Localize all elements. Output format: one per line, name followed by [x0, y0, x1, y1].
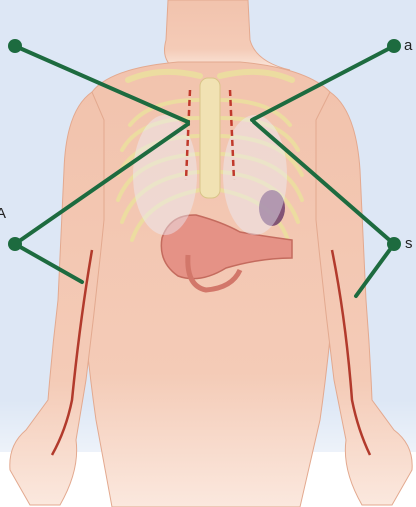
- edge-letter-top-right: a: [404, 38, 412, 53]
- edge-letter-mid-right: s: [405, 236, 413, 251]
- edge-letter-mid-left: A: [0, 206, 6, 221]
- label-dot-lower-left: [8, 237, 22, 251]
- label-dot-lower-right: [387, 237, 401, 251]
- label-dot-upper-right: [387, 39, 401, 53]
- sternum: [200, 78, 220, 198]
- label-dot-upper-left: [8, 39, 22, 53]
